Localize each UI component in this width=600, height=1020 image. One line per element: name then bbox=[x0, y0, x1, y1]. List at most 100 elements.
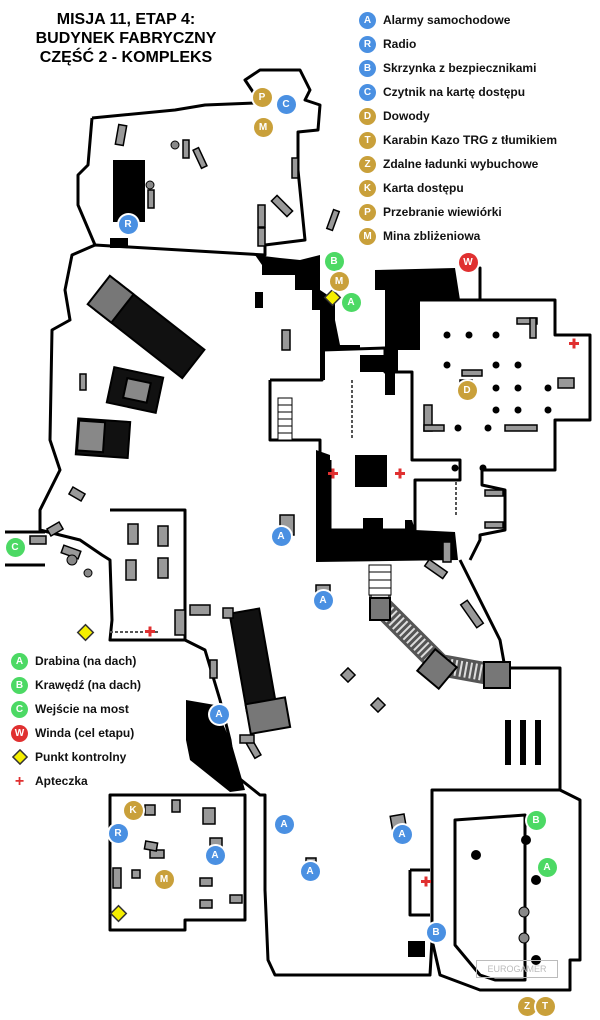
medkit-cross-icon: + bbox=[14, 772, 25, 790]
legend-item-alarmy-samochodowe: A Alarmy samochodowe bbox=[359, 8, 557, 32]
checkpoint-diamond-icon bbox=[11, 749, 28, 765]
map-title-line-2: BUDYNEK FABRYCZNY bbox=[35, 30, 217, 47]
legend-marker-icon: K bbox=[359, 179, 376, 197]
map-marker-b-green-icon: B bbox=[324, 251, 344, 271]
map-title: MISJA 11, ETAP 4: BUDYNEK FABRYCZNY CZĘŚ… bbox=[6, 10, 246, 67]
legend-marker-icon: A bbox=[359, 11, 376, 29]
legend-marker-icon: W bbox=[11, 724, 28, 742]
legend-item-zdalne-ladunki-wybuchowe: Z Zdalne ładunki wybuchowe bbox=[359, 152, 557, 176]
map-marker-z-gold-icon: Z bbox=[517, 996, 537, 1016]
legend-item-winda-cel-etapu: W Winda (cel etapu) bbox=[11, 721, 141, 745]
map-marker-r-blue-icon: R bbox=[108, 823, 128, 843]
pillars bbox=[443, 331, 552, 965]
north-annex-wall bbox=[76, 117, 97, 246]
map-marker-b-blue-icon: B bbox=[426, 922, 446, 942]
map-title-line-3: CZĘŚĆ 2 - KOMPLEKS bbox=[39, 49, 213, 66]
map-marker-r-blue-icon: R bbox=[118, 214, 138, 234]
legend-item-mina-zblizeniowa: M Mina zbliżeniowa bbox=[359, 224, 557, 248]
health-packs bbox=[145, 338, 579, 887]
legend-item-krawedz-na-dach: B Krawędź (na dach) bbox=[11, 673, 141, 697]
car-2-roof bbox=[76, 419, 107, 454]
map-marker-a-blue-icon: A bbox=[205, 845, 225, 865]
map-marker-a-blue-icon: A bbox=[209, 704, 229, 724]
map-marker-a-blue-icon: A bbox=[271, 526, 291, 546]
legend-item-przebranie-wiewiorki: P Przebranie wiewiórki bbox=[359, 200, 557, 224]
map-marker-d-gold-icon: D bbox=[457, 380, 477, 400]
legend-marker-icon: C bbox=[11, 700, 28, 718]
map-marker-c-blue-icon: C bbox=[276, 94, 296, 114]
legend-label: Zdalne ładunki wybuchowe bbox=[383, 157, 539, 171]
legend-label: Przebranie wiewiórki bbox=[383, 205, 502, 219]
west-building-wall bbox=[38, 68, 322, 642]
south-west-courtyard-wall bbox=[108, 793, 247, 932]
walls-solid bbox=[110, 160, 541, 957]
map-marker-t-gold-icon: T bbox=[535, 996, 555, 1016]
legend-item-wejscie-na-most: C Wejście na most bbox=[11, 697, 141, 721]
map-marker-m-gold-icon: M bbox=[253, 117, 273, 137]
west-courtyard-wall bbox=[110, 508, 187, 640]
map-marker-a-blue-icon: A bbox=[392, 824, 412, 844]
legend-label: Mina zbliżeniowa bbox=[383, 229, 481, 243]
legend-label: Karta dostępu bbox=[383, 181, 464, 195]
legend-item-skrzynka-z-bezpiecznikami: B Skrzynka z bezpiecznikami bbox=[359, 56, 557, 80]
legend-label: Karabin Kazo TRG z tłumikiem bbox=[383, 133, 558, 147]
eurogamer-watermark: EUROGAMER bbox=[476, 960, 558, 978]
legend-label: Wejście na most bbox=[35, 702, 129, 716]
legend-item-karabin-kazo-trg-z-tlumikiem: T Karabin Kazo TRG z tłumikiem bbox=[359, 128, 557, 152]
map-marker-p-gold-icon: P bbox=[252, 87, 272, 107]
map-marker-m-gold-icon: M bbox=[329, 271, 349, 291]
legend-label: Radio bbox=[383, 37, 417, 51]
legend-marker-icon: T bbox=[359, 131, 376, 149]
south-east-yard-wall bbox=[408, 868, 430, 917]
map-marker-a-green-icon: A bbox=[537, 857, 557, 877]
map-marker-b-green-icon: B bbox=[526, 810, 546, 830]
map-marker-c-green-icon: C bbox=[5, 537, 25, 557]
legend-label: Czytnik na kartę dostępu bbox=[383, 85, 526, 99]
legend-marker-icon: B bbox=[11, 676, 28, 694]
map-marker-a-blue-icon: A bbox=[313, 590, 333, 610]
truck-1 bbox=[86, 274, 206, 380]
legend-label: Apteczka bbox=[35, 774, 88, 788]
legend-item-radio: R Radio bbox=[359, 32, 557, 56]
legend-label: Skrzynka z bezpiecznikami bbox=[383, 61, 537, 75]
map-marker-k-gold-icon: K bbox=[123, 800, 143, 820]
map-marker-a-blue-icon: A bbox=[300, 861, 320, 881]
barrels bbox=[66, 140, 530, 944]
car-1-roof bbox=[121, 376, 152, 404]
east-building-wall bbox=[413, 266, 592, 561]
legend-item-czytnik-na-karte-dostepu: C Czytnik na kartę dostępu bbox=[359, 80, 557, 104]
map-title-line-1: MISJA 11, ETAP 4: bbox=[56, 11, 196, 28]
map-marker-w-red-icon: W bbox=[458, 252, 478, 272]
legend-marker-icon: A bbox=[11, 652, 28, 670]
legend-marker-icon: M bbox=[359, 227, 376, 245]
legend-label: Alarmy samochodowe bbox=[383, 13, 511, 27]
legend-item-dowody: D Dowody bbox=[359, 104, 557, 128]
legend-label: Winda (cel etapu) bbox=[35, 726, 135, 740]
legend-marker-icon: Z bbox=[359, 155, 376, 173]
legend-item-karta-dostepu: K Karta dostępu bbox=[359, 176, 557, 200]
legend-marker-icon: C bbox=[359, 83, 376, 101]
central-inner-wall bbox=[268, 380, 322, 460]
legend-label: Dowody bbox=[383, 109, 430, 123]
south-west-building-wall bbox=[184, 638, 434, 977]
legend-item-apteczka: + Apteczka bbox=[11, 769, 141, 793]
legend-item-drabina-na-dach: A Drabina (na dach) bbox=[11, 649, 141, 673]
map-marker-a-blue-icon: A bbox=[274, 814, 294, 834]
map-marker-a-green-icon: A bbox=[341, 292, 361, 312]
south-east-inner-wall bbox=[453, 813, 527, 982]
truck-2 bbox=[228, 607, 292, 736]
stairs bbox=[277, 397, 392, 596]
legend-label: Krawędź (na dach) bbox=[35, 678, 142, 692]
legend-marker-icon: D bbox=[359, 107, 376, 125]
legend-navigation: A Drabina (na dach) B Krawędź (na dach) C Wej… bbox=[11, 649, 141, 793]
legend-item-punkt-kontrolny: Punkt kontrolny bbox=[11, 745, 141, 769]
checkpoints bbox=[76, 288, 342, 923]
legend-label: Punkt kontrolny bbox=[35, 750, 127, 764]
legend-marker-icon: P bbox=[359, 203, 376, 221]
map-marker-m-gold-icon: M bbox=[154, 869, 174, 889]
legend-label: Drabina (na dach) bbox=[35, 654, 137, 668]
legend-marker-icon: R bbox=[359, 35, 376, 53]
legend-marker-icon: B bbox=[359, 59, 376, 77]
